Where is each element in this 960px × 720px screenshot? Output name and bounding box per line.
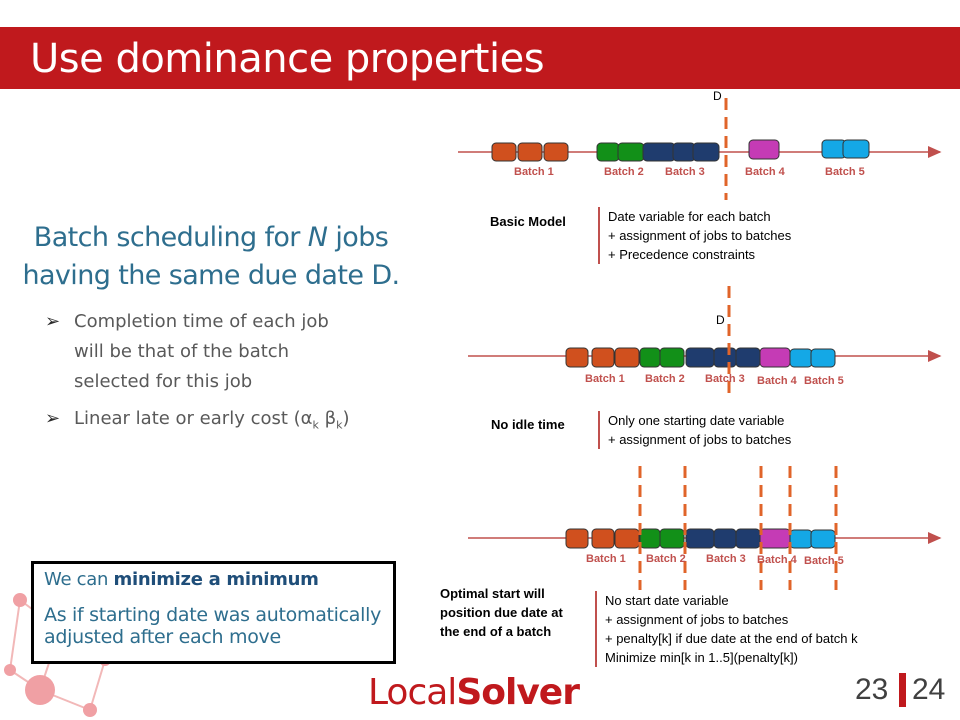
heading-line-2: having the same due date D.	[22, 260, 400, 291]
batch-label: Batch 4	[757, 554, 798, 566]
batch-label: Batch 1	[514, 166, 554, 178]
desc-line: + assignment of jobs to batches	[605, 612, 789, 627]
job-block	[565, 528, 589, 549]
heading-text: Batch scheduling for	[33, 222, 308, 253]
bullet-completion: ➢ Completion time of each job will be th…	[45, 307, 375, 397]
due-date-candidates	[638, 466, 838, 590]
job-block	[591, 347, 615, 368]
desc-line: No start date variable	[605, 593, 729, 608]
job-block	[759, 347, 791, 368]
job-block	[759, 528, 791, 549]
slide-title: Use dominance properties	[30, 36, 545, 82]
heading-line-1: Batch scheduling for N jobs	[14, 219, 408, 257]
bullet-cost: ➢ Linear late or early cost (αk βk)	[45, 404, 405, 441]
batch-label: Batch 2	[645, 373, 685, 385]
job-block	[596, 142, 620, 162]
job-block	[639, 528, 661, 549]
job-block	[614, 347, 640, 368]
desc-line: + assignment of jobs to batches	[608, 432, 792, 447]
desc-line: Minimize min[k in 1..5](penalty[k])	[605, 650, 798, 665]
row-3-jobs	[565, 528, 836, 549]
job-block	[517, 142, 543, 162]
batch-label: Batch 5	[825, 166, 865, 178]
page-current: 23	[855, 673, 889, 706]
alpha-symbol: α	[300, 408, 313, 429]
label-line: Optimal start will	[440, 586, 545, 601]
bullet-cost-text: Linear late or early cost (αk βk)	[74, 408, 350, 432]
insight-line-3: adjusted after each move	[44, 626, 281, 648]
job-block	[810, 348, 836, 368]
job-block	[672, 142, 696, 162]
job-block	[543, 142, 569, 162]
insight-emphasis: minimize a minimum	[113, 569, 319, 590]
job-block	[713, 347, 737, 368]
model-desc-optimal: No start date variable + assignment of j…	[595, 591, 858, 667]
page-separator	[899, 673, 906, 707]
job-block	[810, 529, 836, 549]
insight-line-2: As if starting date was automatically	[44, 604, 382, 626]
batch-label: Batch 3	[665, 166, 705, 178]
heading-text-end: jobs	[327, 222, 389, 253]
heading-n: N	[307, 222, 328, 253]
job-block	[842, 139, 870, 159]
job-block	[735, 528, 761, 549]
job-block	[491, 142, 517, 162]
batch-label: Batch 2	[646, 553, 686, 565]
row-1-jobs	[491, 139, 870, 162]
batch-label: Batch 4	[757, 375, 798, 387]
job-block	[789, 348, 813, 368]
bullet-line: Completion time of each job	[74, 311, 329, 332]
model-label-optimal: Optimal start will position due date at …	[440, 584, 563, 641]
job-block	[614, 528, 640, 549]
desc-line: + penalty[k] if due date at the end of b…	[605, 631, 858, 646]
job-block	[748, 139, 780, 160]
job-block	[692, 142, 720, 162]
due-date-label: D	[716, 313, 725, 327]
desc-line: + Precedence constraints	[608, 247, 756, 262]
batch-label: Batch 3	[706, 553, 746, 565]
desc-line: Date variable for each batch	[608, 209, 771, 224]
job-block	[617, 142, 645, 162]
job-block	[639, 347, 661, 368]
model-desc-no-idle: Only one starting date variable + assign…	[598, 411, 791, 449]
job-block	[735, 347, 761, 368]
batch-label: Batch 3	[705, 373, 745, 385]
label-line: position due date at	[440, 605, 563, 620]
model-label-basic: Basic Model	[490, 214, 566, 229]
batch-label: Batch 4	[745, 166, 786, 178]
batch-label: Batch 2	[604, 166, 644, 178]
page-total: 24	[912, 673, 946, 706]
batch-label: Batch 1	[586, 553, 626, 565]
job-block	[659, 347, 685, 368]
job-block	[685, 528, 715, 549]
desc-line: + assignment of jobs to batches	[608, 228, 792, 243]
batch-label: Batch 5	[804, 555, 844, 567]
model-label-no-idle: No idle time	[491, 417, 565, 432]
bullet-line: will be that of the batch	[74, 341, 290, 362]
due-date-label: D	[713, 89, 722, 103]
job-block	[713, 528, 737, 549]
label-line: the end of a batch	[440, 624, 552, 639]
job-block	[642, 142, 676, 162]
batch-label: Batch 5	[804, 375, 844, 387]
beta-symbol: β	[324, 408, 337, 429]
job-block	[659, 528, 685, 549]
model-desc-basic: Date variable for each batch + assignmen…	[598, 207, 791, 264]
job-block	[685, 347, 715, 368]
job-block	[789, 529, 813, 549]
batch-label: Batch 1	[585, 373, 625, 385]
arrow-bullet-icon: ➢	[45, 311, 61, 332]
arrow-bullet-icon: ➢	[45, 408, 61, 429]
job-block	[591, 528, 615, 549]
desc-line: Only one starting date variable	[608, 413, 785, 428]
insight-box: We can minimize a minimum As if starting…	[31, 561, 396, 664]
localsolver-logo: LocalSolver	[368, 672, 580, 713]
title-bar	[0, 27, 960, 89]
insight-line-1: We can minimize a minimum	[44, 569, 319, 590]
row-2-jobs	[565, 347, 836, 368]
job-block	[821, 139, 847, 159]
job-block	[565, 347, 589, 368]
bullet-line: selected for this job	[74, 371, 253, 392]
